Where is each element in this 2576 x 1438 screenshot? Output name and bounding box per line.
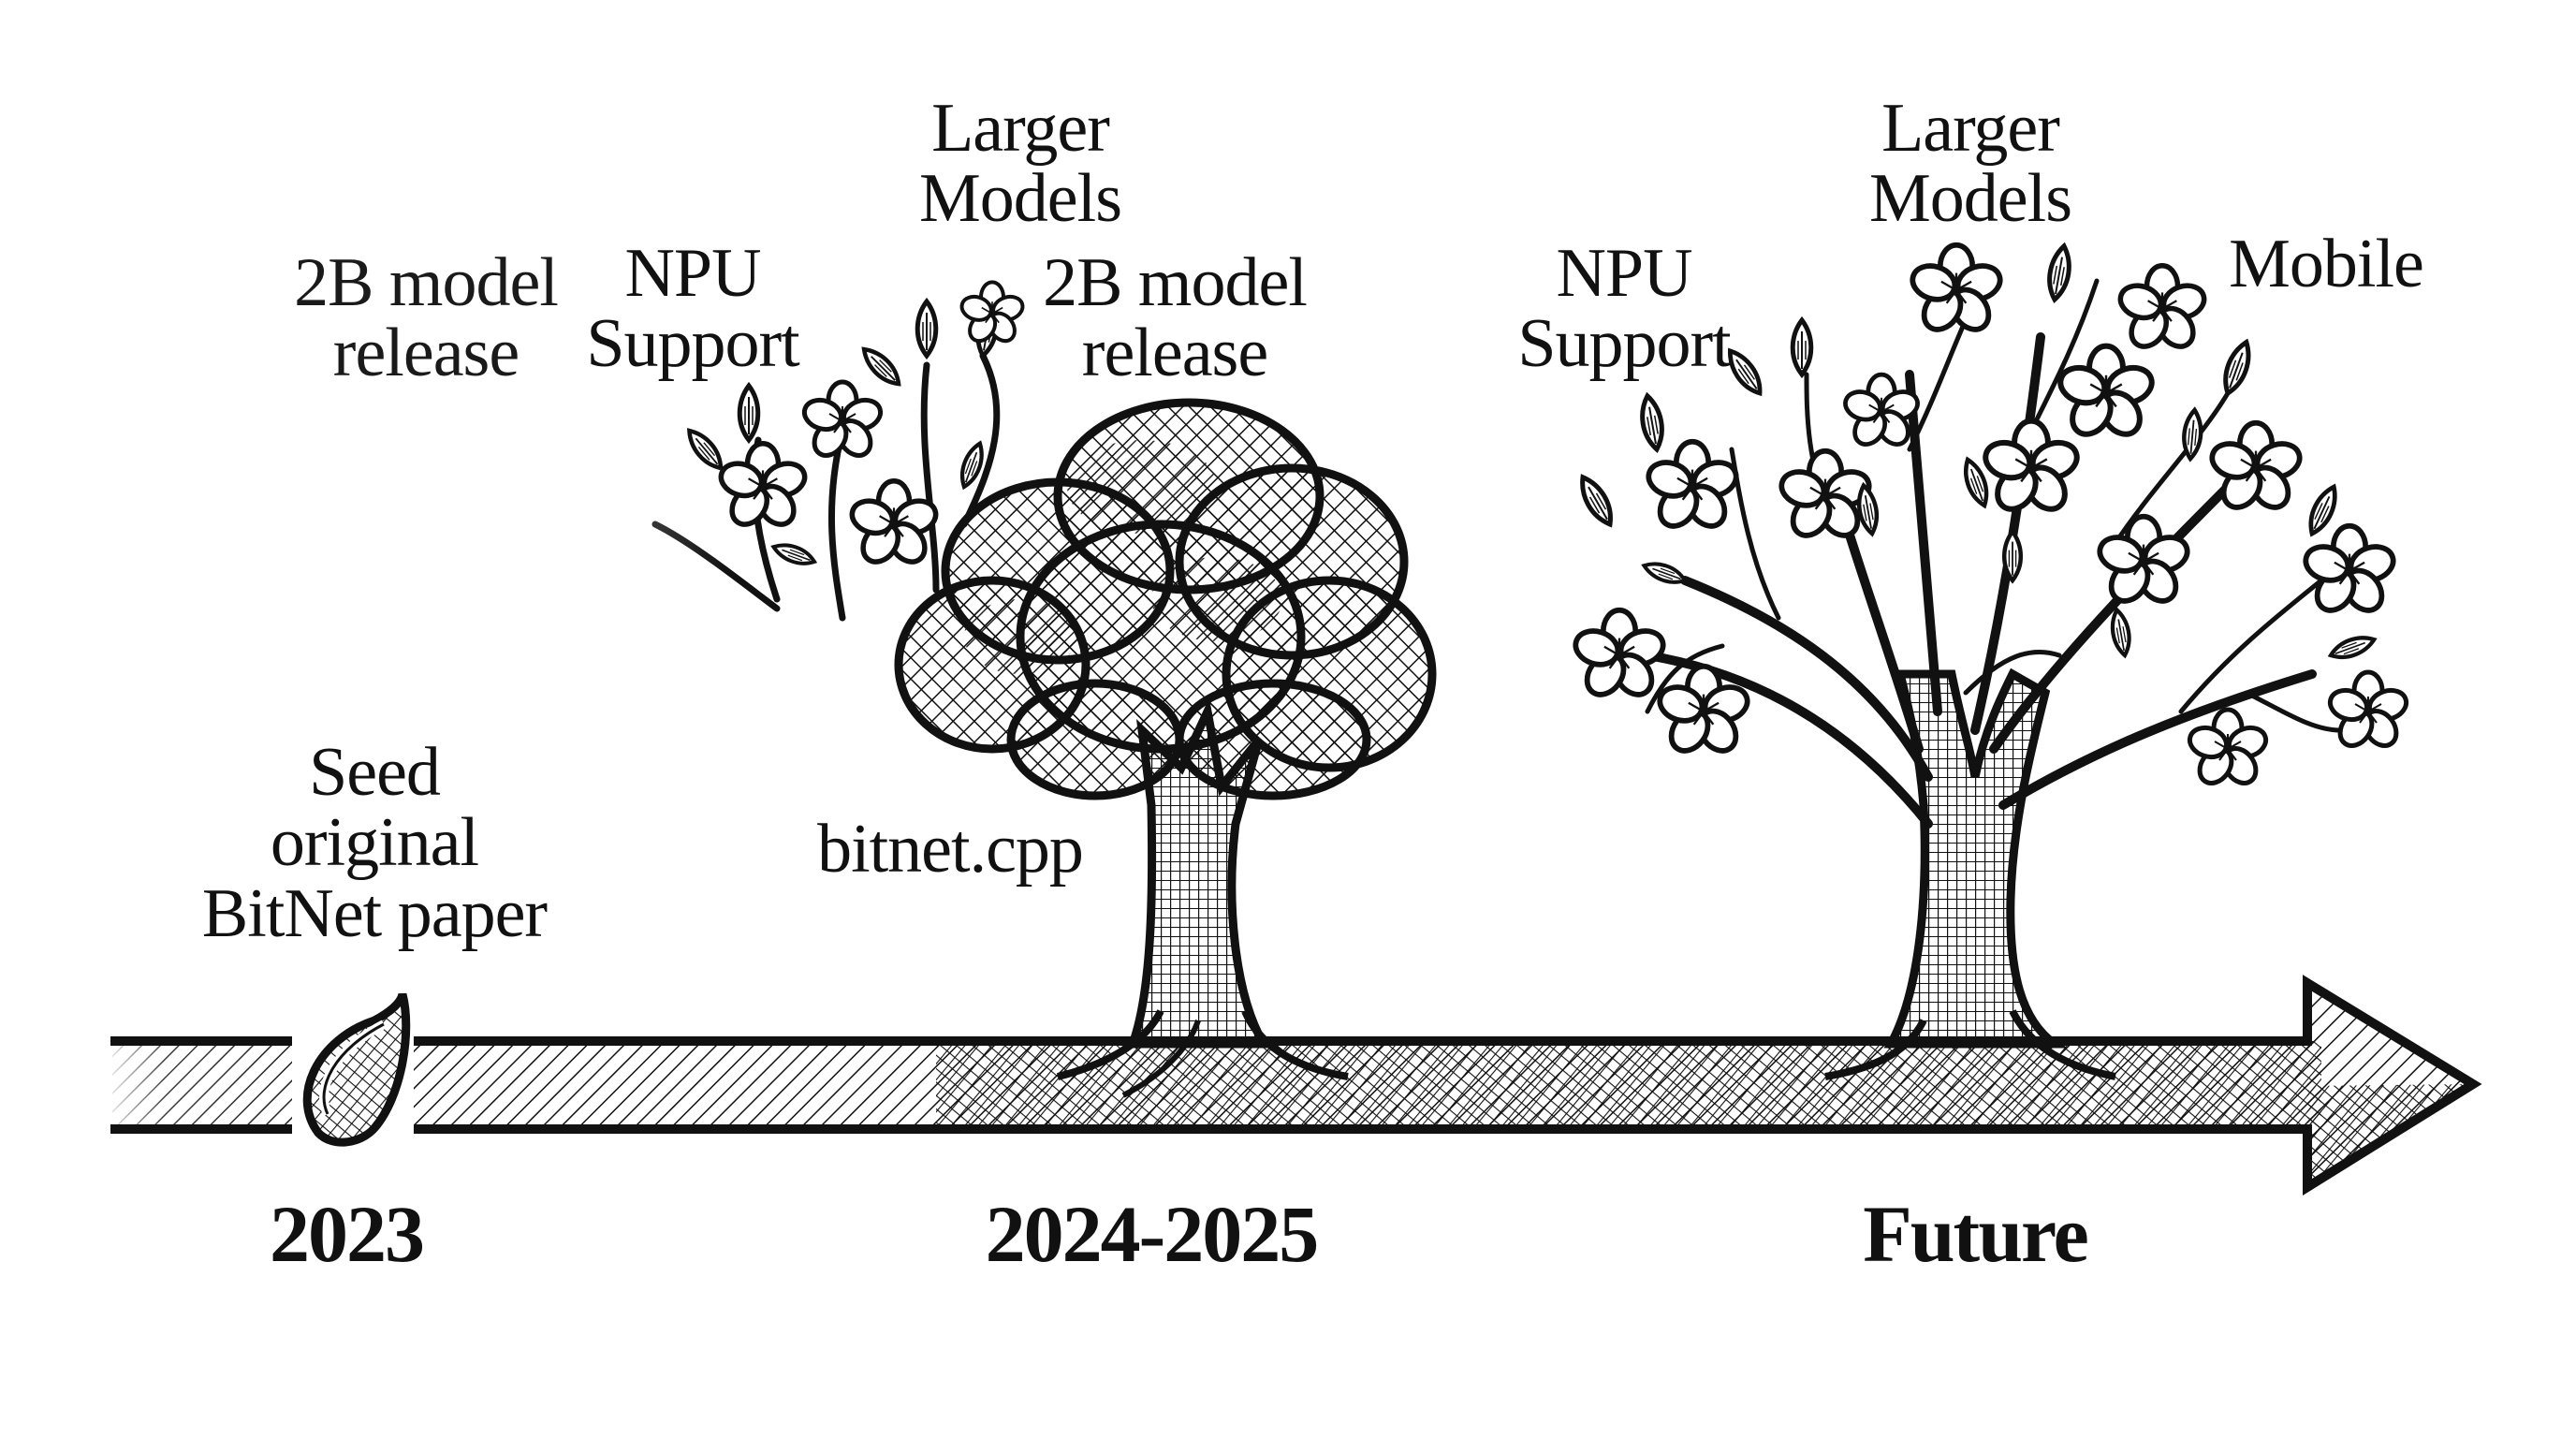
year-label-2023: 2023: [270, 1189, 425, 1279]
future-larger-models-label: Larger Models: [1830, 90, 2111, 238]
future-mobile-label: Mobile: [2204, 226, 2448, 302]
mid-larger-models-line-1: Larger: [931, 90, 1110, 167]
year-label-future: Future: [1863, 1189, 2089, 1279]
future-npu-support-line-2: Support: [1517, 305, 1731, 383]
future-larger-models-line-1: Larger: [1881, 90, 2060, 167]
seed-icon: [302, 992, 411, 1147]
seed-label: Seed original BitNet paper: [159, 734, 590, 952]
future-npu-support-label: NPU Support: [1488, 235, 1760, 383]
future-npu-support-line-1: NPU: [1556, 235, 1692, 312]
seed-label-line-1: Seed: [309, 734, 441, 811]
mid-2b-model-left-line-1: 2B model: [294, 244, 559, 321]
mid-larger-models-line-2: Models: [919, 160, 1122, 238]
bitnet-cpp-line-1: bitnet.cpp: [817, 811, 1084, 888]
year-label-2024-2025: 2024-2025: [985, 1189, 1320, 1279]
seed-label-line-2: original: [270, 804, 479, 882]
future-larger-models-line-2: Models: [1869, 160, 2072, 238]
mid-2b-model-right-label: 2B model release: [1006, 244, 1343, 392]
future-mobile-line-1: Mobile: [2229, 226, 2424, 302]
leafy-tree-icon: [894, 398, 1437, 1098]
timeline-arrow: [103, 975, 2482, 1196]
blossom-sprigs-icon: [599, 282, 1026, 637]
blossoming-tree-icon: [1572, 244, 2410, 1080]
bitnet-cpp-label: bitnet.cpp: [782, 814, 1119, 885]
mid-2b-model-right-line-1: 2B model: [1043, 244, 1308, 321]
mid-2b-model-right-line-2: release: [1081, 315, 1268, 392]
mid-npu-support-line-2: Support: [586, 305, 799, 383]
mid-larger-models-label: Larger Models: [889, 90, 1151, 238]
mid-2b-model-left-label: 2B model release: [271, 244, 580, 392]
mid-2b-model-left-line-2: release: [332, 315, 520, 392]
mid-npu-support-line-1: NPU: [624, 235, 761, 312]
mid-npu-support-label: NPU Support: [562, 235, 824, 383]
seed-label-line-3: BitNet paper: [201, 874, 548, 952]
